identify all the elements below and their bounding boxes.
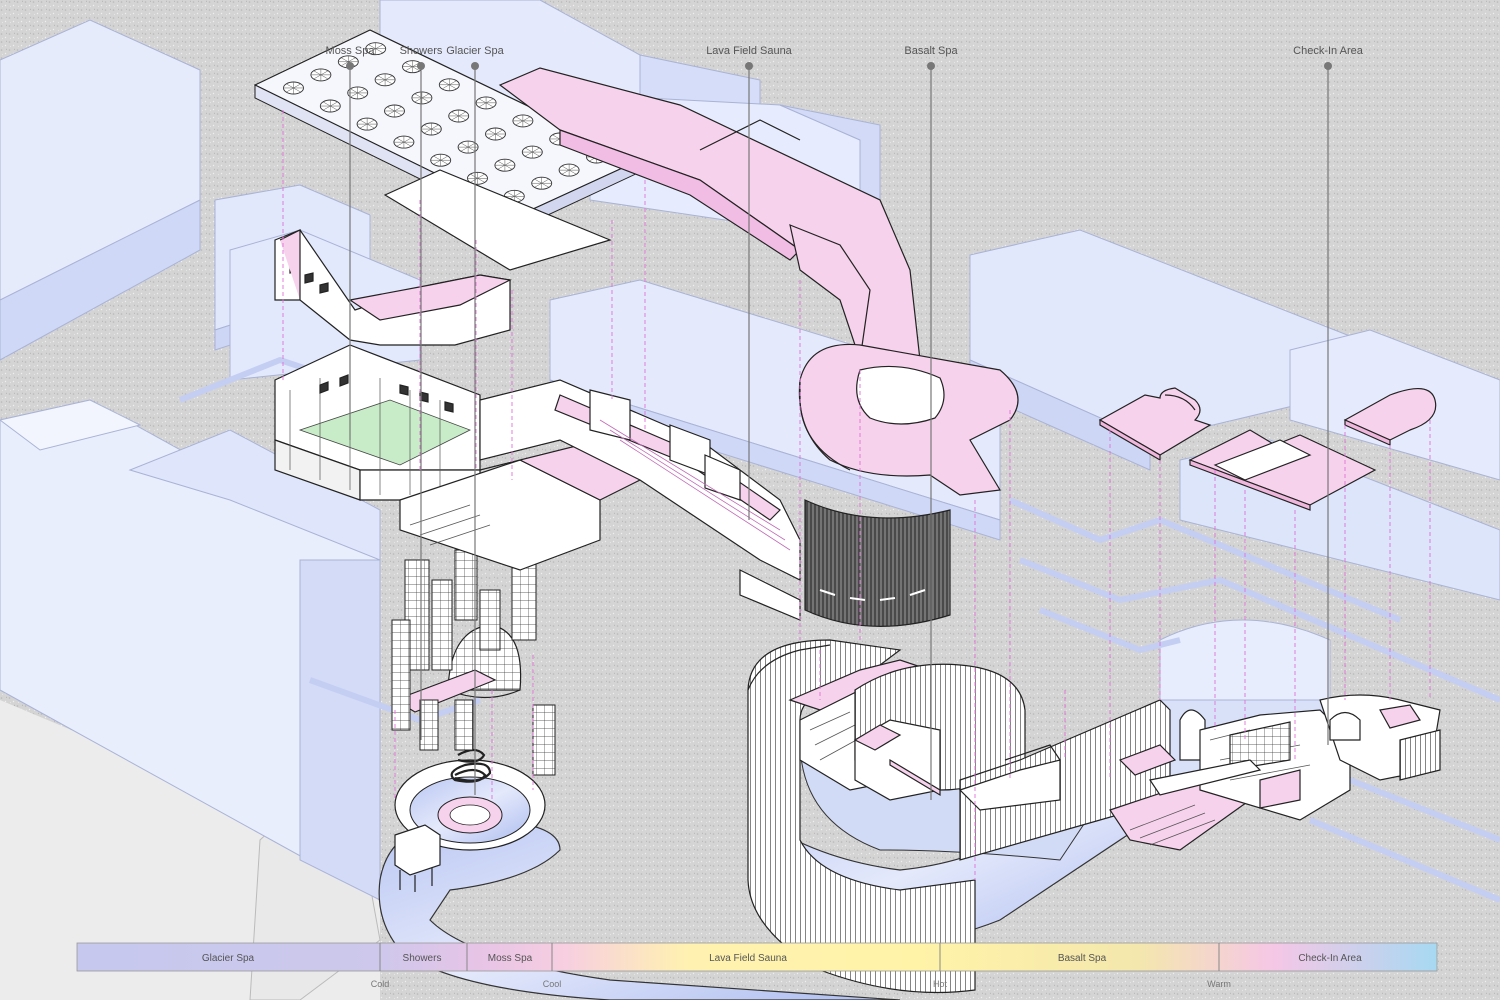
callout-dot bbox=[471, 62, 479, 70]
glacier-roof bbox=[253, 29, 642, 271]
callout-label-moss-spa: Moss Spa bbox=[326, 45, 376, 57]
skylight-spokes bbox=[458, 141, 479, 154]
callout-glacier-spa: Glacier Spa bbox=[446, 45, 505, 795]
moss-spa-upper bbox=[274, 229, 512, 346]
moss-spa-structure bbox=[274, 344, 662, 571]
skylight-spokes bbox=[421, 123, 442, 136]
temperature-hot: Hot bbox=[933, 979, 948, 989]
skylight-spokes bbox=[338, 55, 359, 68]
skylight-spokes bbox=[531, 177, 552, 190]
skylight-spokes bbox=[375, 73, 396, 86]
callout-basalt-spa: Basalt Spa bbox=[904, 45, 958, 800]
callout-check-in-area: Check-In Area bbox=[1293, 45, 1364, 745]
skylight-spokes bbox=[512, 114, 533, 127]
skylight-spokes bbox=[384, 104, 405, 117]
callout-dot bbox=[745, 62, 753, 70]
callout-showers: Showers bbox=[400, 45, 443, 740]
temperature-cold: Cold bbox=[371, 979, 390, 989]
check-in-structure bbox=[1149, 694, 1441, 821]
segment-lava-field-sauna: Lava Field Sauna bbox=[709, 953, 787, 964]
skylight-spokes bbox=[402, 60, 423, 73]
lava-field-corridor bbox=[479, 379, 801, 621]
callout-dot bbox=[346, 62, 354, 70]
projection-lines bbox=[282, 110, 1431, 880]
segment-basalt-spa: Basalt Spa bbox=[1058, 953, 1107, 964]
callout-lava-field-sauna: Lava Field Sauna bbox=[706, 45, 793, 520]
skylight-spokes bbox=[357, 118, 378, 131]
skylight-spokes bbox=[559, 164, 580, 177]
skylight-spokes bbox=[476, 96, 497, 109]
skylight-spokes bbox=[283, 81, 304, 94]
skylight-spokes bbox=[522, 146, 543, 159]
callout-label-basalt-spa: Basalt Spa bbox=[904, 45, 958, 57]
callout-dot bbox=[1324, 62, 1332, 70]
callout-label-showers: Showers bbox=[400, 45, 443, 57]
water-tower bbox=[394, 824, 441, 892]
skylight-spokes bbox=[485, 128, 506, 141]
callout-label-glacier-spa: Glacier Spa bbox=[446, 45, 504, 57]
lava-field-sauna-roof bbox=[498, 67, 921, 361]
basalt-spa-drum bbox=[747, 639, 1252, 994]
skylight-spokes bbox=[430, 154, 451, 167]
skylight-spokes bbox=[448, 109, 469, 122]
segment-check-in-area: Check-In Area bbox=[1298, 953, 1362, 964]
callout-moss-spa: Moss Spa bbox=[326, 45, 376, 440]
callout-dot bbox=[417, 62, 425, 70]
skylight-spokes bbox=[320, 100, 341, 113]
callout-label-check-in-area: Check-In Area bbox=[1293, 45, 1364, 57]
segment-moss-spa: Moss Spa bbox=[488, 953, 533, 964]
skylight-spokes bbox=[393, 136, 414, 149]
skylight-spokes bbox=[411, 91, 432, 104]
sequence-bar: Glacier Spa Showers Moss Spa Lava Field … bbox=[76, 942, 1438, 989]
glacier-spa-pool bbox=[394, 748, 546, 851]
basalt-spa-roof bbox=[798, 343, 1019, 496]
callout-dot bbox=[927, 62, 935, 70]
skylight-spokes bbox=[439, 78, 460, 91]
skylight-spokes bbox=[347, 86, 368, 99]
sequence-bar-fill bbox=[76, 942, 1438, 972]
callout-label-lava-field-sauna: Lava Field Sauna bbox=[706, 45, 792, 57]
skylight-spokes bbox=[365, 42, 386, 55]
callouts: Moss Spa Showers Glacier Spa Lava Field … bbox=[326, 45, 1364, 800]
skylight-spokes bbox=[467, 172, 488, 185]
temperature-warm: Warm bbox=[1207, 979, 1231, 989]
skylight-spokes bbox=[310, 68, 331, 81]
lava-field-sauna-wall bbox=[804, 499, 951, 627]
check-in-plates bbox=[1098, 387, 1437, 511]
segment-showers: Showers bbox=[403, 953, 442, 964]
segment-glacier-spa: Glacier Spa bbox=[202, 953, 255, 964]
skylight-spokes bbox=[504, 190, 525, 203]
temperature-cool: Cool bbox=[543, 979, 562, 989]
skylight-spokes bbox=[494, 159, 515, 172]
